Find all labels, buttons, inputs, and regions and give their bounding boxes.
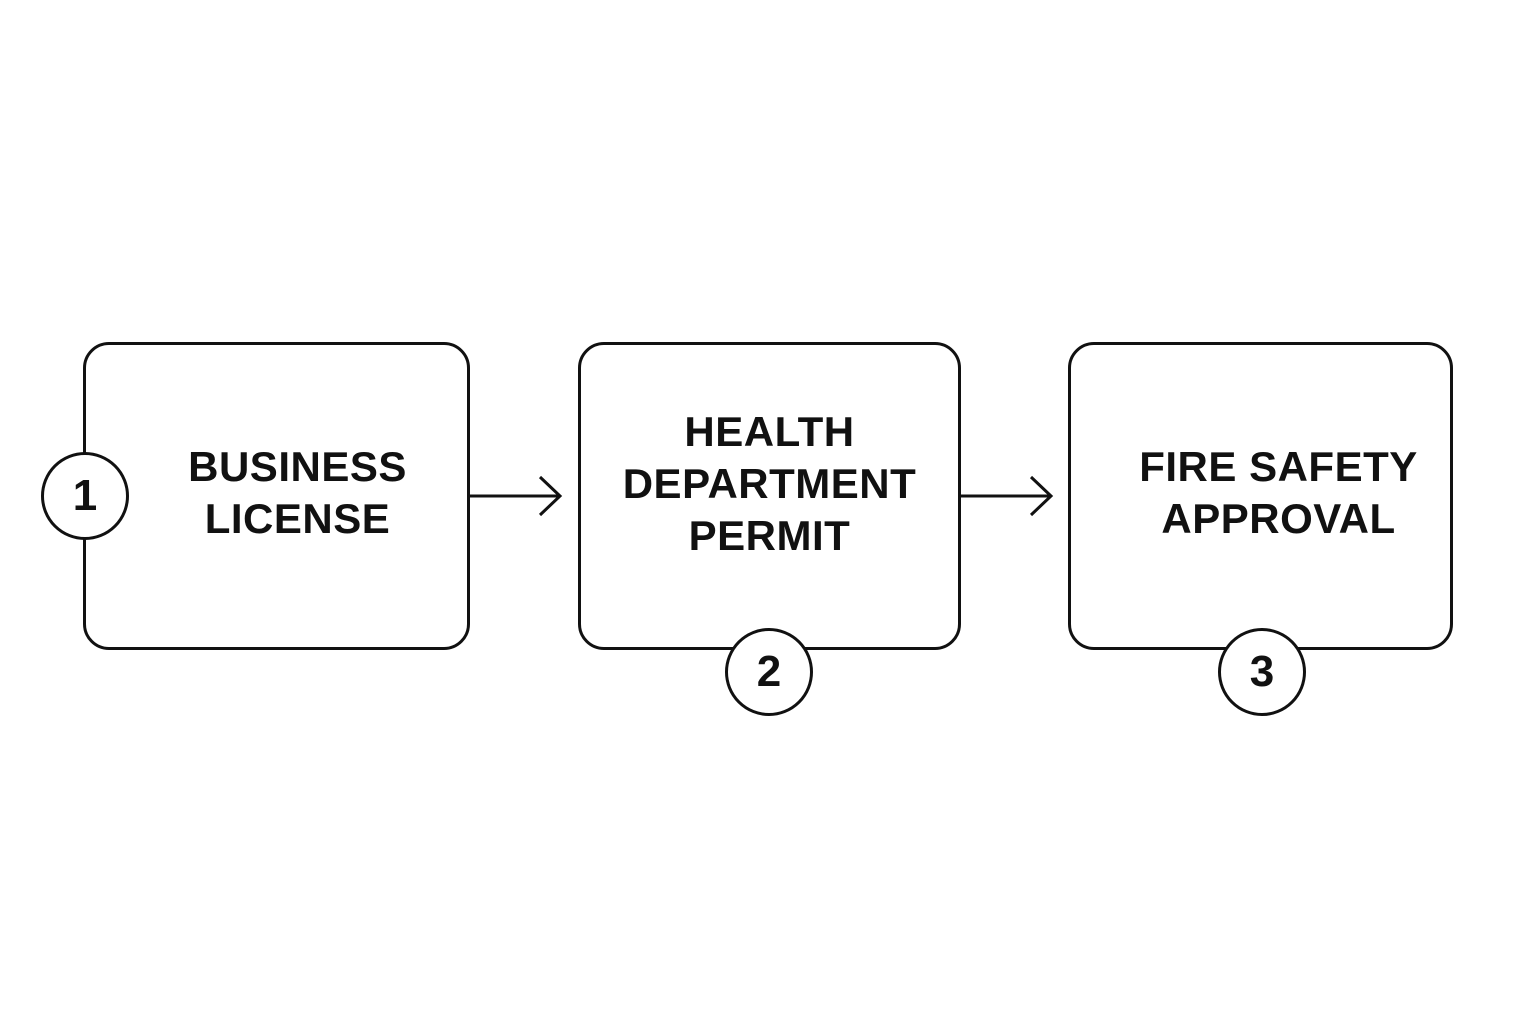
step-box-fire-safety-approval: FIRE SAFETY APPROVAL <box>1068 342 1453 650</box>
arrow-right-icon <box>470 475 563 517</box>
step-number-badge: 2 <box>725 628 813 716</box>
step-number-badge: 3 <box>1218 628 1306 716</box>
step-title: BUSINESS LICENSE <box>188 443 407 542</box>
arrow-right-icon <box>961 475 1054 517</box>
step-box-health-department-permit: HEALTH DEPARTMENT PERMIT <box>578 342 961 650</box>
step-title: FIRE SAFETY APPROVAL <box>1139 443 1418 542</box>
step-title: HEALTH DEPARTMENT PERMIT <box>622 407 917 559</box>
step-number-badge: 1 <box>41 452 129 540</box>
step-box-business-license: BUSINESS LICENSE <box>83 342 470 650</box>
